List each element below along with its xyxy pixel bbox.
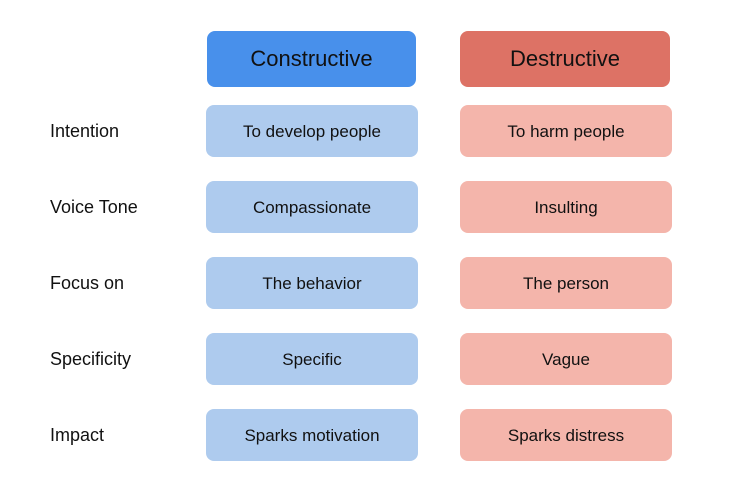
row-label: Impact — [50, 425, 105, 445]
cell-constructive: Sparks motivation — [206, 409, 418, 461]
table-row-impact: Impact Sparks motivation Sparks distress — [0, 409, 750, 461]
table-row-focus-on: Focus on The behavior The person — [0, 257, 750, 309]
row-label: Voice Tone — [50, 197, 138, 217]
table-row-intention: Intention To develop people To harm peop… — [0, 105, 750, 157]
row-label: Intention — [50, 121, 120, 141]
cell-destructive: Sparks distress — [460, 409, 672, 461]
cell-constructive: The behavior — [206, 257, 418, 309]
cell-constructive: Compassionate — [206, 181, 418, 233]
cell-constructive: Specific — [206, 333, 418, 385]
cell-destructive: Vague — [460, 333, 672, 385]
header-destructive: Destructive — [460, 31, 670, 87]
header-constructive: Constructive — [207, 31, 416, 87]
table-row-voice-tone: Voice Tone Compassionate Insulting — [0, 181, 750, 233]
cell-destructive: To harm people — [460, 105, 672, 157]
row-label: Specificity — [50, 349, 132, 369]
cell-destructive: Insulting — [460, 181, 672, 233]
row-label: Focus on — [50, 273, 125, 293]
cell-constructive: To develop people — [206, 105, 418, 157]
cell-destructive: The person — [460, 257, 672, 309]
table-row-specificity: Specificity Specific Vague — [0, 333, 750, 385]
